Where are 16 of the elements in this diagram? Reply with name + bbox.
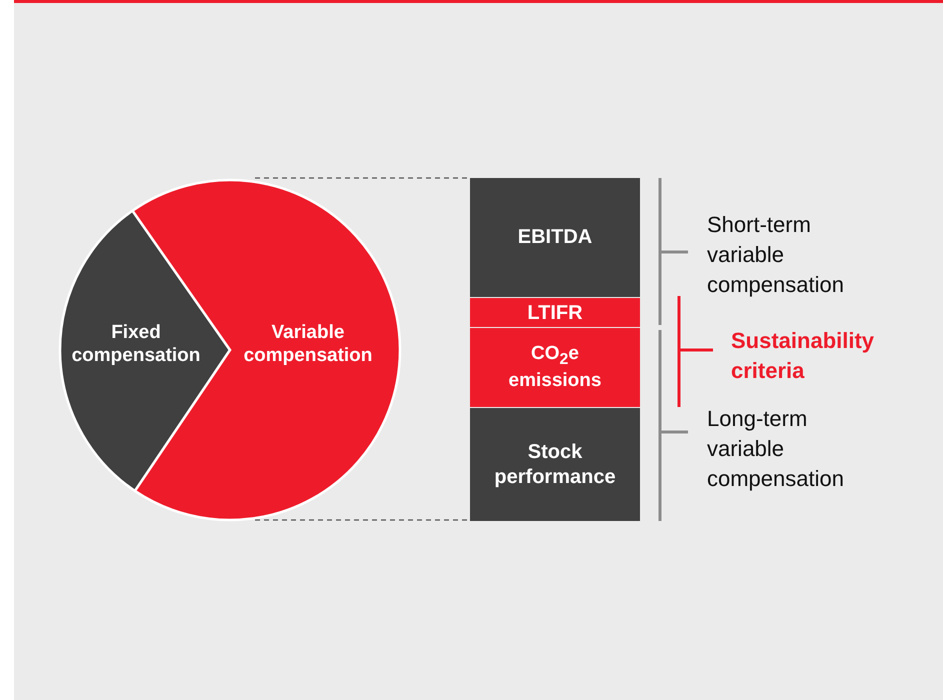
block-label: EBITDA (518, 225, 592, 250)
dashed-guide-line (255, 519, 470, 521)
bracket-label: Long-term variable compensation (707, 405, 845, 493)
block-label: CO$_{2}$e emissions (508, 342, 602, 394)
bracket-label: Short-term variable compensation (707, 211, 845, 299)
metric-block (470, 408, 640, 521)
metric-block (470, 178, 640, 297)
metric-block (470, 298, 640, 327)
metric-block (470, 328, 640, 407)
block-label: Stock performance (493, 440, 617, 490)
bracket-label: Sustainability criteria (731, 327, 876, 385)
slice-label: Variable compensation (242, 322, 374, 368)
dashed-guide-line (255, 177, 470, 179)
block-label: LTIFR (527, 302, 583, 322)
pie-slice (59, 210, 232, 492)
slice-label: Fixed compensation (70, 322, 202, 368)
